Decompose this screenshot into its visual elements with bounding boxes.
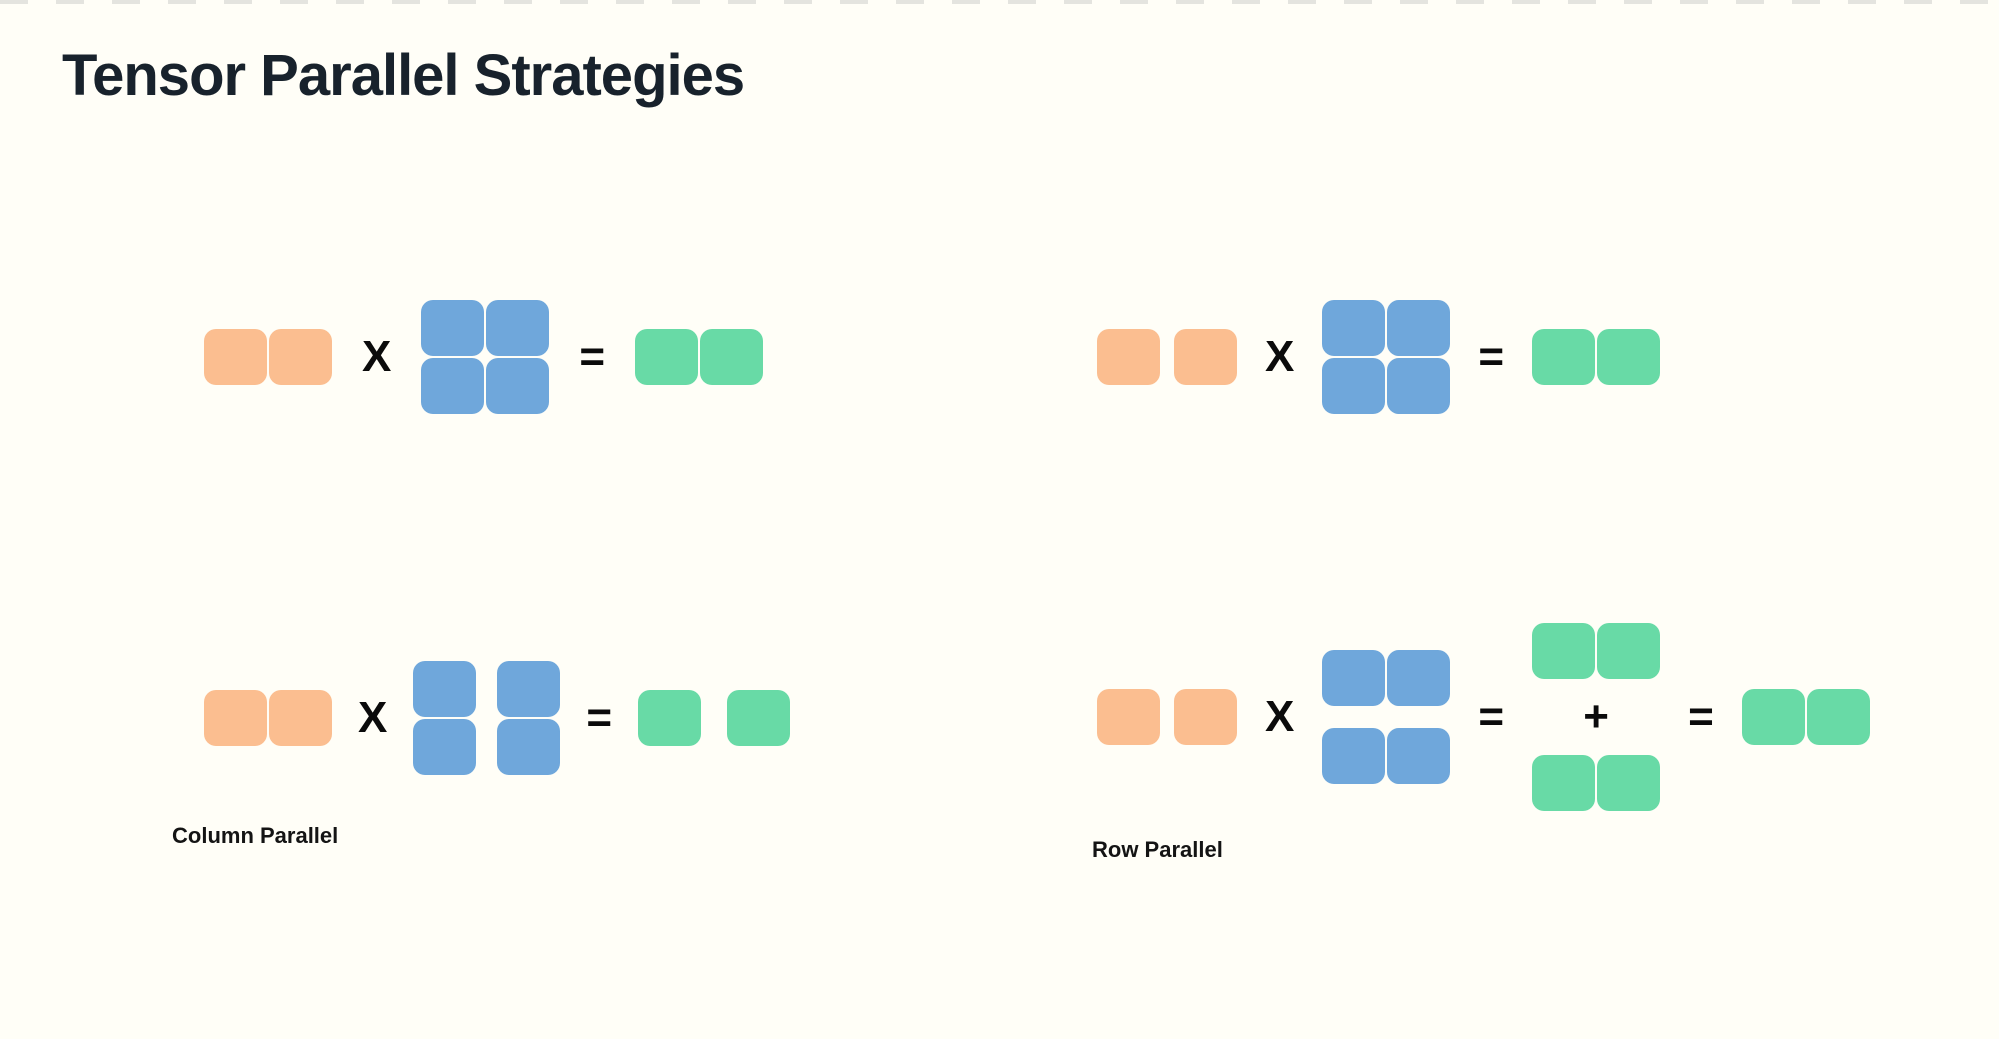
input-matrix: [204, 329, 332, 385]
weight-block: [497, 661, 561, 717]
input-block: [1097, 329, 1160, 385]
input-block: [269, 690, 332, 746]
weight-matrix-row-split: [1322, 650, 1451, 784]
weight-block: [1322, 300, 1386, 356]
input-block: [204, 329, 267, 385]
output-block: [1806, 689, 1870, 745]
output-block: [700, 329, 764, 385]
weight-block: [1387, 650, 1451, 706]
output-block: [1532, 329, 1596, 385]
equals-operator: =: [1478, 332, 1505, 381]
diagram-top-left: X =: [204, 300, 764, 414]
multiply-operator: X: [362, 332, 392, 381]
weight-matrix-column-split: [413, 661, 561, 775]
weight-block: [413, 661, 477, 717]
weight-block: [1387, 728, 1451, 784]
weight-block: [1387, 300, 1451, 356]
weight-block: [486, 300, 550, 356]
weight-block: [497, 719, 561, 775]
multiply-operator: X: [358, 693, 388, 742]
output-matrix: [635, 329, 764, 385]
output-block: [635, 329, 699, 385]
input-block: [269, 329, 332, 385]
weight-block: [1322, 728, 1386, 784]
partial-sum-stack: +: [1532, 623, 1661, 811]
input-block: [1097, 689, 1160, 745]
output-block: [1741, 689, 1805, 745]
diagram-top-right: X =: [1097, 300, 1661, 414]
partial-output-block: [1597, 623, 1661, 679]
diagram-row-parallel: X = + =: [1097, 623, 1870, 811]
page-title: Tensor Parallel Strategies: [62, 43, 745, 108]
partial-output-block: [1597, 755, 1661, 811]
output-block: [727, 690, 791, 746]
weight-matrix: [1322, 300, 1451, 414]
input-block: [1174, 329, 1237, 385]
output-block: [1597, 329, 1661, 385]
partial-output-matrix-top: [1532, 623, 1661, 679]
input-block: [204, 690, 267, 746]
weight-block: [1322, 650, 1386, 706]
weight-matrix: [421, 300, 550, 414]
multiply-operator: X: [1265, 692, 1295, 741]
output-block: [638, 690, 702, 746]
partial-output-block: [1532, 623, 1596, 679]
weight-block: [413, 719, 477, 775]
output-matrix: [1741, 689, 1870, 745]
output-matrix: [1532, 329, 1661, 385]
weight-block: [421, 300, 485, 356]
weight-block: [1322, 358, 1386, 414]
weight-block: [1387, 358, 1451, 414]
input-block: [1174, 689, 1237, 745]
top-dashed-border: [0, 0, 1999, 4]
equals-operator: =: [579, 332, 606, 381]
output-matrix-split: [638, 690, 791, 746]
equals-operator: =: [1478, 692, 1505, 741]
weight-block: [421, 358, 485, 414]
partial-output-block: [1532, 755, 1596, 811]
input-matrix: [1097, 689, 1237, 745]
diagram-column-parallel: X =: [204, 661, 791, 775]
diagram-label-row-parallel: Row Parallel: [1092, 837, 1223, 862]
input-matrix: [204, 690, 332, 746]
plus-operator: +: [1583, 692, 1609, 741]
equals-operator: =: [1688, 692, 1714, 741]
input-matrix: [1097, 329, 1237, 385]
multiply-operator: X: [1265, 332, 1295, 381]
diagram-label-column-parallel: Column Parallel: [172, 823, 339, 848]
weight-block: [486, 358, 550, 414]
partial-output-matrix-bottom: [1532, 755, 1661, 811]
equals-operator: =: [586, 693, 613, 742]
